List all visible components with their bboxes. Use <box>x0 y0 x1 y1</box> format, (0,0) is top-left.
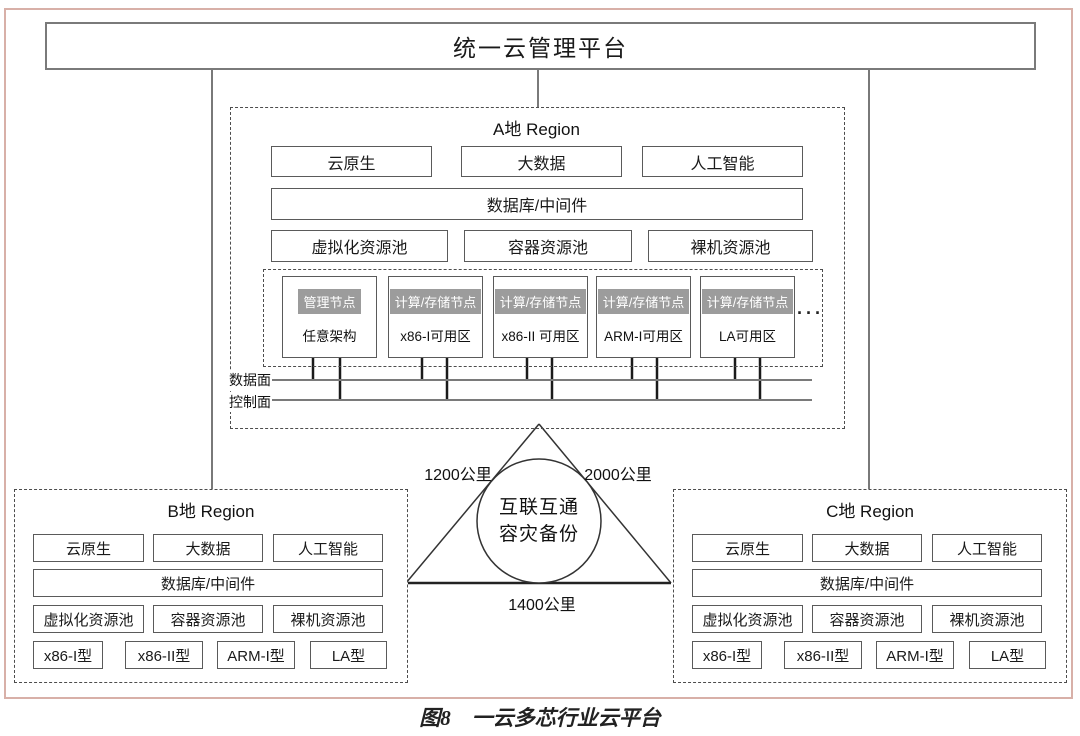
region-b-box: B地 Region 云原生 大数据 人工智能 数据库/中间件 虚拟化资源池 容器… <box>14 489 408 683</box>
unified-cloud-platform-label: 统一云管理平台 <box>453 35 628 61</box>
node-compute-x86-1: 计算/存储节点 x86-I可用区 <box>388 276 483 358</box>
node-compute-la: 计算/存储节点 LA可用区 <box>700 276 795 358</box>
region-b-type-la: LA型 <box>310 641 387 669</box>
region-c-middleware-box: 数据库/中间件 <box>692 569 1042 597</box>
region-b-type-x86-2: x86-II型 <box>125 641 203 669</box>
region-c-box: C地 Region 云原生 大数据 人工智能 数据库/中间件 虚拟化资源池 容器… <box>673 489 1067 683</box>
region-b-middleware-box: 数据库/中间件 <box>33 569 383 597</box>
node-compute-arm: 计算/存储节点 ARM-I可用区 <box>596 276 691 358</box>
interconnect-circle-text: 互联互通 容灾备份 <box>499 494 579 548</box>
node-management: 管理节点 任意架构 <box>282 276 377 358</box>
more-nodes-ellipsis: ··· <box>797 303 824 323</box>
region-a-box <box>230 107 845 429</box>
region-a-service-cloud-native: 云原生 <box>271 146 432 177</box>
region-a-service-ai: 人工智能 <box>642 146 803 177</box>
unified-cloud-platform-box: 统一云管理平台 <box>45 22 1036 70</box>
region-c-type-arm: ARM-I型 <box>876 641 954 669</box>
control-plane-label: 控制面 <box>229 392 271 412</box>
node-compute-la-role-badge: 计算/存储节点 <box>701 288 794 314</box>
interconnect-circle <box>476 458 602 584</box>
region-a-pool-virtualization: 虚拟化资源池 <box>271 230 448 262</box>
node-compute-x86-2-zone: x86-II 可用区 <box>501 329 580 345</box>
distance-left-label: 1200公里 <box>424 467 492 484</box>
region-b-pool-container: 容器资源池 <box>153 605 263 633</box>
region-a-title: A地 Region <box>493 120 580 139</box>
triangle-edge-left <box>405 423 540 584</box>
triangle-edge-right <box>538 423 672 584</box>
interconnect-line2: 容灾备份 <box>498 524 580 545</box>
region-a-service-big-data: 大数据 <box>461 146 622 177</box>
distance-bottom-label: 1400公里 <box>508 597 576 614</box>
region-a-pool-bare-metal: 裸机资源池 <box>648 230 813 262</box>
region-c-title: C地 Region <box>826 502 914 521</box>
region-c-pool-virtualization: 虚拟化资源池 <box>692 605 803 633</box>
node-compute-la-zone: LA可用区 <box>718 329 776 345</box>
region-b-pool-bare-metal: 裸机资源池 <box>273 605 383 633</box>
distance-right-label: 2000公里 <box>584 467 652 484</box>
page-border <box>4 8 1073 699</box>
region-c-service-cloud-native: 云原生 <box>692 534 803 562</box>
node-management-zone: 任意架构 <box>302 329 357 345</box>
figure-caption: 图8 一云多芯行业云平台 <box>419 706 661 730</box>
region-a-pool-container: 容器资源池 <box>464 230 632 262</box>
node-management-role-badge: 管理节点 <box>298 288 361 314</box>
region-c-pool-bare-metal: 裸机资源池 <box>932 605 1042 633</box>
region-c-type-x86-2: x86-II型 <box>784 641 862 669</box>
region-b-type-x86-1: x86-I型 <box>33 641 103 669</box>
region-a-node-cluster-box <box>263 269 823 367</box>
region-a-middleware-box: 数据库/中间件 <box>271 188 803 220</box>
region-b-service-big-data: 大数据 <box>153 534 263 562</box>
region-c-type-la: LA型 <box>969 641 1046 669</box>
data-plane-label: 数据面 <box>229 370 271 390</box>
node-compute-x86-1-role-badge: 计算/存储节点 <box>389 288 482 314</box>
node-compute-arm-zone: ARM-I可用区 <box>604 329 683 345</box>
region-c-pool-container: 容器资源池 <box>812 605 922 633</box>
region-c-service-big-data: 大数据 <box>812 534 922 562</box>
node-compute-x86-2-role-badge: 计算/存储节点 <box>494 288 587 314</box>
node-compute-x86-1-zone: x86-I可用区 <box>400 329 471 345</box>
node-compute-x86-2: 计算/存储节点 x86-II 可用区 <box>493 276 588 358</box>
region-b-type-arm: ARM-I型 <box>217 641 295 669</box>
region-b-pool-virtualization: 虚拟化资源池 <box>33 605 144 633</box>
node-compute-arm-role-badge: 计算/存储节点 <box>597 288 690 314</box>
region-b-service-cloud-native: 云原生 <box>33 534 144 562</box>
region-c-type-x86-1: x86-I型 <box>692 641 762 669</box>
interconnect-line1: 互联互通 <box>498 497 580 518</box>
region-b-service-ai: 人工智能 <box>273 534 383 562</box>
region-b-title: B地 Region <box>167 502 255 521</box>
region-c-service-ai: 人工智能 <box>932 534 1042 562</box>
